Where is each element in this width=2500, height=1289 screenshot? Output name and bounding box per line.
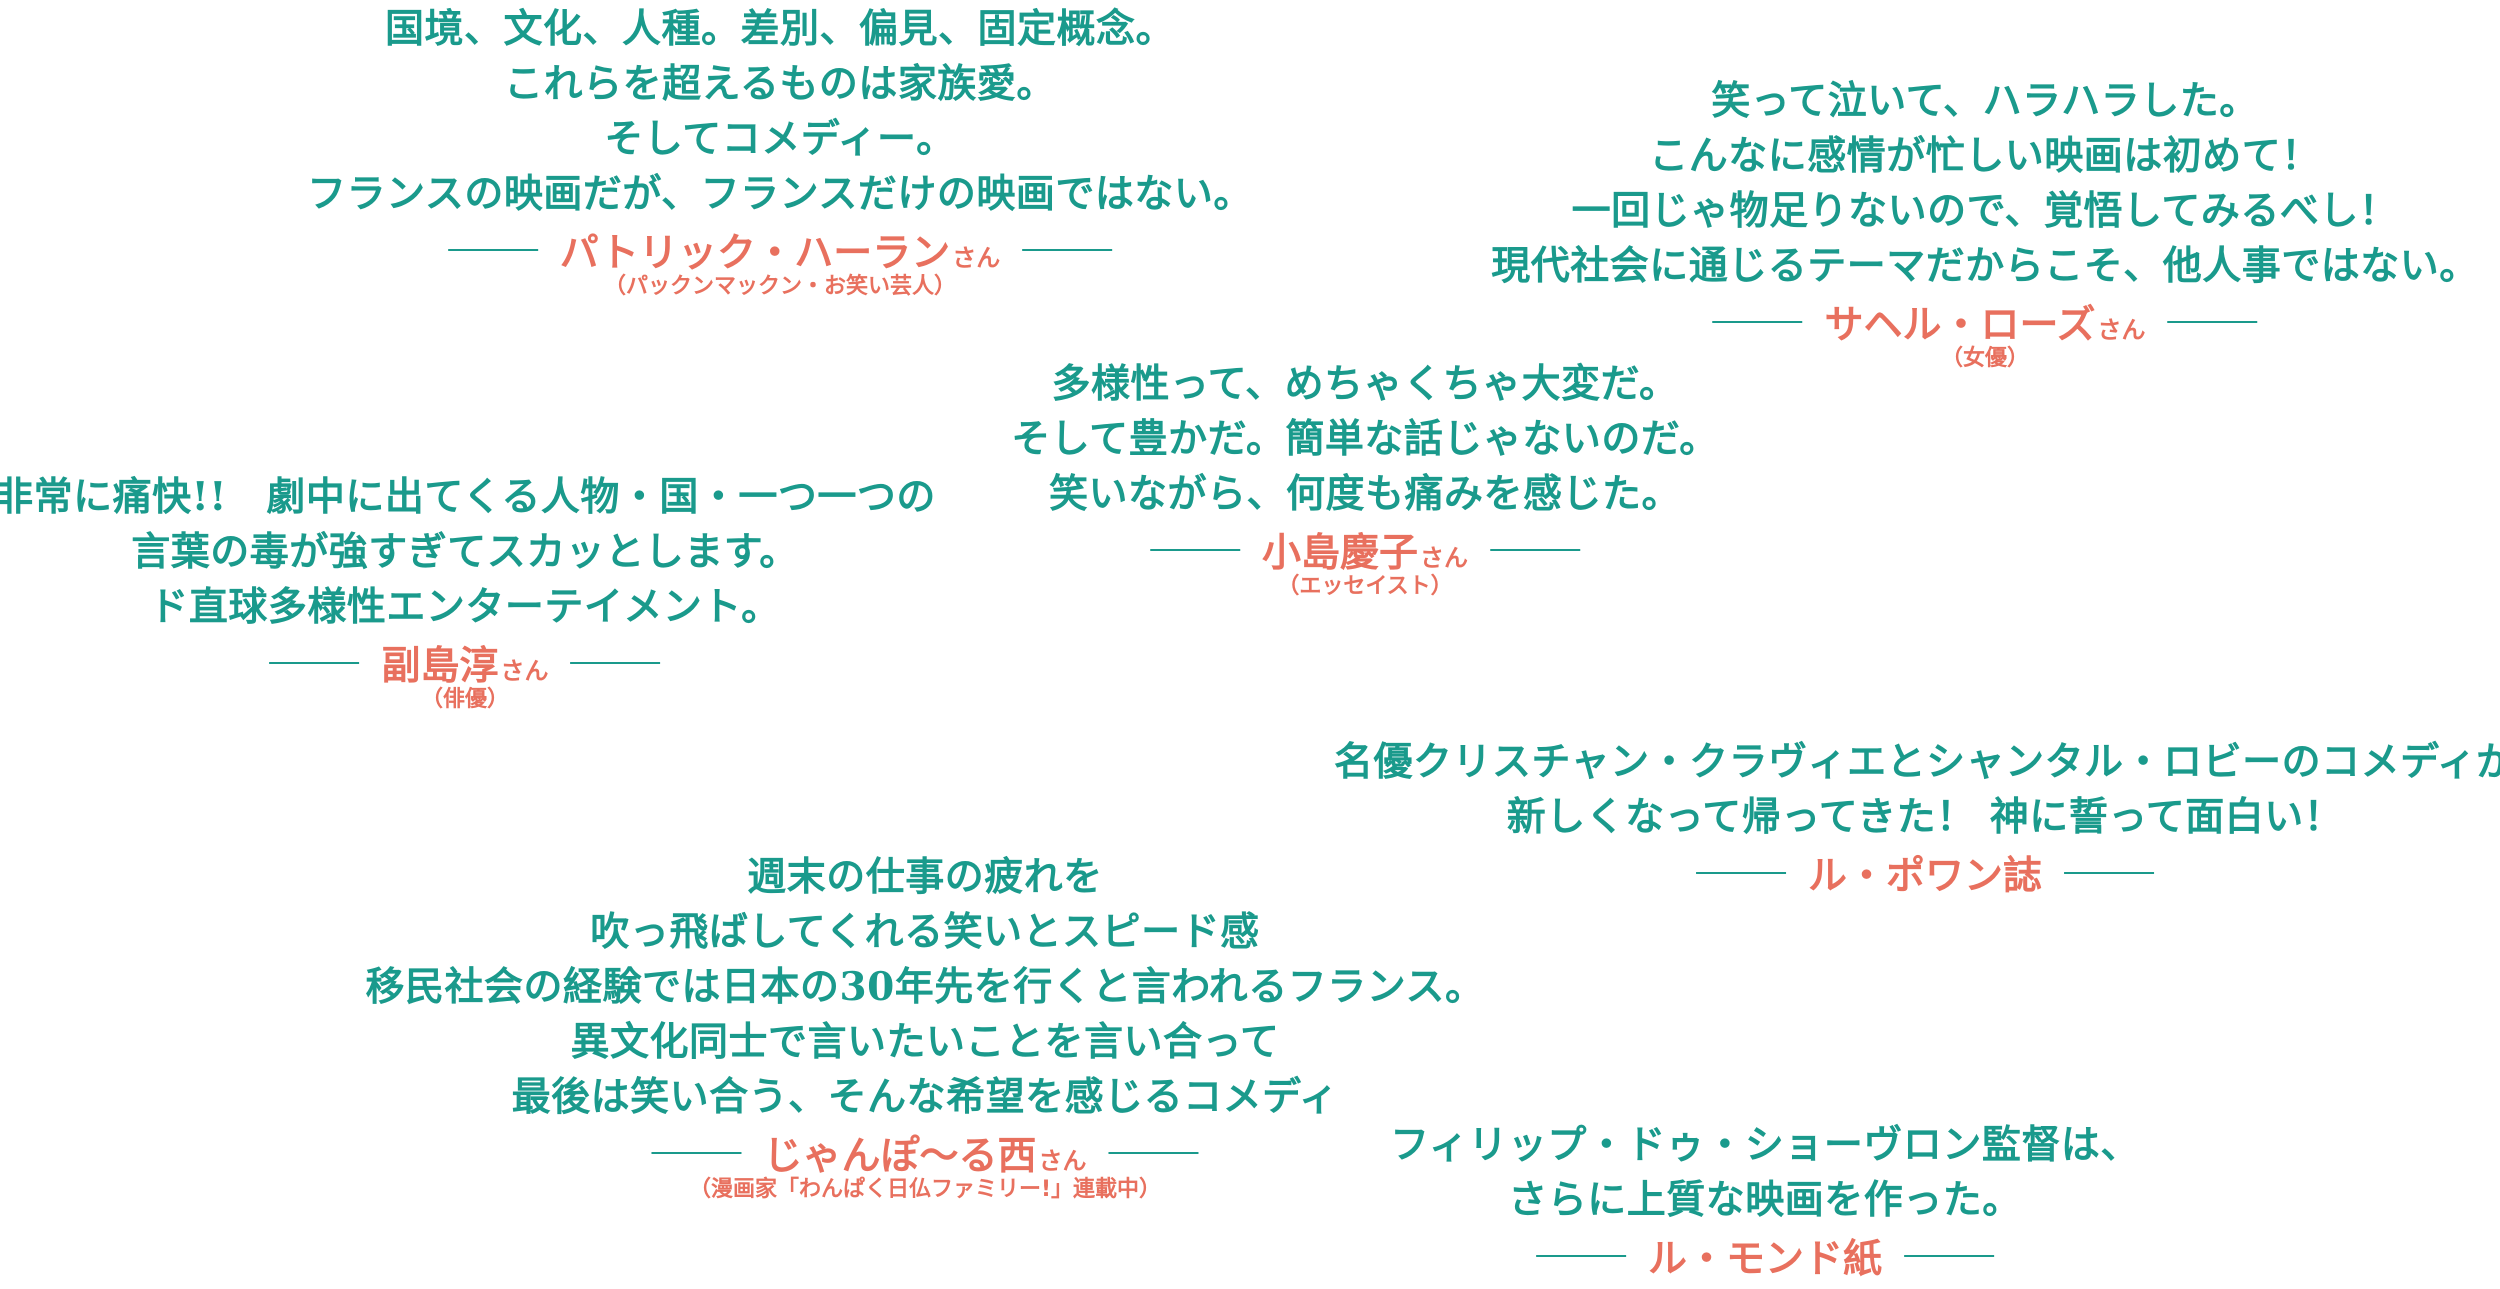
dash-rule-right <box>1904 1255 1995 1257</box>
dash-rule-right <box>1490 549 1580 551</box>
attribution-name: ル・ポワン誌 <box>1807 854 2043 899</box>
dash-rule-left <box>1712 321 1803 323</box>
quote-line: 笑いながら、何度も痛みを感じた。 <box>1048 471 1681 517</box>
quote-line: 非常に痛快!! 劇中に出てくる人物・国・一つ一つの <box>0 474 936 520</box>
dash-rule-left <box>1535 1255 1626 1257</box>
quote-line: フランスの映画だが、フランスだけの映画ではない。 <box>307 171 1253 217</box>
quote-line: 一回じゃ物足りないので、覚悟してみるべし！ <box>1571 188 2399 234</box>
honorific: さん <box>1038 1147 1087 1175</box>
attribution: じゃんぽ〜る西さん <box>365 1127 1484 1179</box>
attribution: ル・モンド紙 <box>1390 1230 2140 1282</box>
quote-line: 言葉の毒が強すぎてスカッとします。 <box>131 529 799 575</box>
dash-rule-right <box>1022 249 1113 251</box>
dash-rule-right <box>570 662 661 664</box>
attribution-role: （女優） <box>1940 346 2030 371</box>
quote-jean-paul-nishi: 週末の仕事の疲れを 吹っ飛ばしてくれる笑いとスピード感 移民社会の経験では日本の… <box>365 850 1484 1203</box>
dash-rule-left <box>1149 549 1240 551</box>
honorific: さん <box>952 244 1001 272</box>
quote-kojima-keiko: 多様性って、めちゃくちゃ大変だ。 そして豊かだ。簡単な話じゃないのだ。 笑いなが… <box>1011 357 1719 600</box>
dash-rule-right <box>2064 872 2155 874</box>
attribution: サヘル・ローズさん <box>1491 296 2479 348</box>
honorific: さん <box>1420 544 1468 572</box>
quote-line: そしてコメディー。 <box>604 116 956 162</box>
quote-line: これらを超えるものは家族愛。 <box>504 61 1056 107</box>
quote-line: 国境、文化、人種。差別、偏見、固定概念。 <box>384 6 1176 52</box>
quote-line: さらに上質な映画を作った。 <box>1508 1177 2022 1223</box>
quote-le-monde: フィリップ・ドゥ・ショーヴロン監督は、 さらに上質な映画を作った。 ル・モンド紙 <box>1390 1118 2140 1282</box>
quote-patrick-harlan: 国境、文化、人種。差別、偏見、固定概念。 これらを超えるものは家族愛。 そしてコ… <box>307 2 1253 300</box>
quote-line: 多様性って、めちゃくちゃ大変だ。 <box>1051 361 1679 407</box>
quote-line: 異文化同士で言いたいことを言い合って <box>570 1019 1280 1065</box>
attribution-role: （パックンマックン・お笑い芸人） <box>603 274 957 299</box>
attribution-role: （エッセイスト） <box>1277 574 1453 599</box>
quote-soejima-jun: 非常に痛快!! 劇中に出てくる人物・国・一つ一つの 言葉の毒が強すぎてスカッとし… <box>0 470 936 713</box>
quote-line: 現代社会に通じるテーマだからこそ、他人事ではない。 <box>1491 243 2479 289</box>
attribution-role: （漫画家「わんぱく日仏ファミリー!」連載中） <box>688 1177 1162 1202</box>
quote-line: こんなに感情が忙しい映画は初めて！ <box>1649 133 2321 179</box>
quote-line: 吹っ飛ばしてくれる笑いとスピード感 <box>590 909 1260 955</box>
attribution-name: サヘル・ローズさん <box>1824 303 2146 348</box>
quote-line: 最後は笑い合う、そんな希望を感じるコメディ <box>511 1074 1339 1120</box>
quote-line: 新しくなって帰ってきた！ 神に誓って面白い！ <box>1506 794 2344 840</box>
quote-line: 週末の仕事の疲れを <box>747 854 1103 900</box>
dash-rule-right <box>1108 1152 1199 1154</box>
attribution-name: 小島慶子さん <box>1261 531 1468 576</box>
quote-line: 笑って泣いて、ハラハラした。 <box>1711 78 2259 124</box>
honorific: さん <box>500 657 549 685</box>
attribution: パトリック・ハーランさん <box>307 224 1253 276</box>
dash-rule-right <box>2167 321 2258 323</box>
attribution: ル・ポワン誌 <box>1334 847 2500 899</box>
attribution: 小島慶子さん <box>1011 524 1719 576</box>
quote-line: 名優クリスチャン・クラヴィエとシャンタル・ロビーのコメディが <box>1334 739 2500 785</box>
attribution-role: （俳優） <box>420 687 510 712</box>
honorific: さん <box>2097 316 2146 344</box>
quote-line: ド直球多様性エンターテイメント。 <box>149 584 781 630</box>
attribution-name: ル・モンド紙 <box>1647 1237 1883 1282</box>
quote-sahel-rosa: 笑って泣いて、ハラハラした。 こんなに感情が忙しい映画は初めて！ 一回じゃ物足り… <box>1491 74 2479 372</box>
quote-line: 移民社会の経験では日本の30年先を行くと言われるフランス。 <box>365 964 1485 1010</box>
attribution: 副島淳さん <box>0 637 936 689</box>
dash-rule-left <box>269 662 360 664</box>
quote-line: フィリップ・ドゥ・ショーヴロン監督は、 <box>1390 1122 2140 1168</box>
quote-line: そして豊かだ。簡単な話じゃないのだ。 <box>1011 416 1719 462</box>
dash-rule-left <box>651 1152 742 1154</box>
dash-rule-left <box>447 249 538 251</box>
dash-rule-left <box>1695 872 1786 874</box>
attribution-name: パトリック・ハーランさん <box>559 231 1001 276</box>
attribution-name: 副島淳さん <box>381 644 549 689</box>
attribution-name: じゃんぽ〜る西さん <box>763 1134 1087 1179</box>
quote-le-point: 名優クリスチャン・クラヴィエとシャンタル・ロビーのコメディが 新しくなって帰って… <box>1334 735 2500 899</box>
